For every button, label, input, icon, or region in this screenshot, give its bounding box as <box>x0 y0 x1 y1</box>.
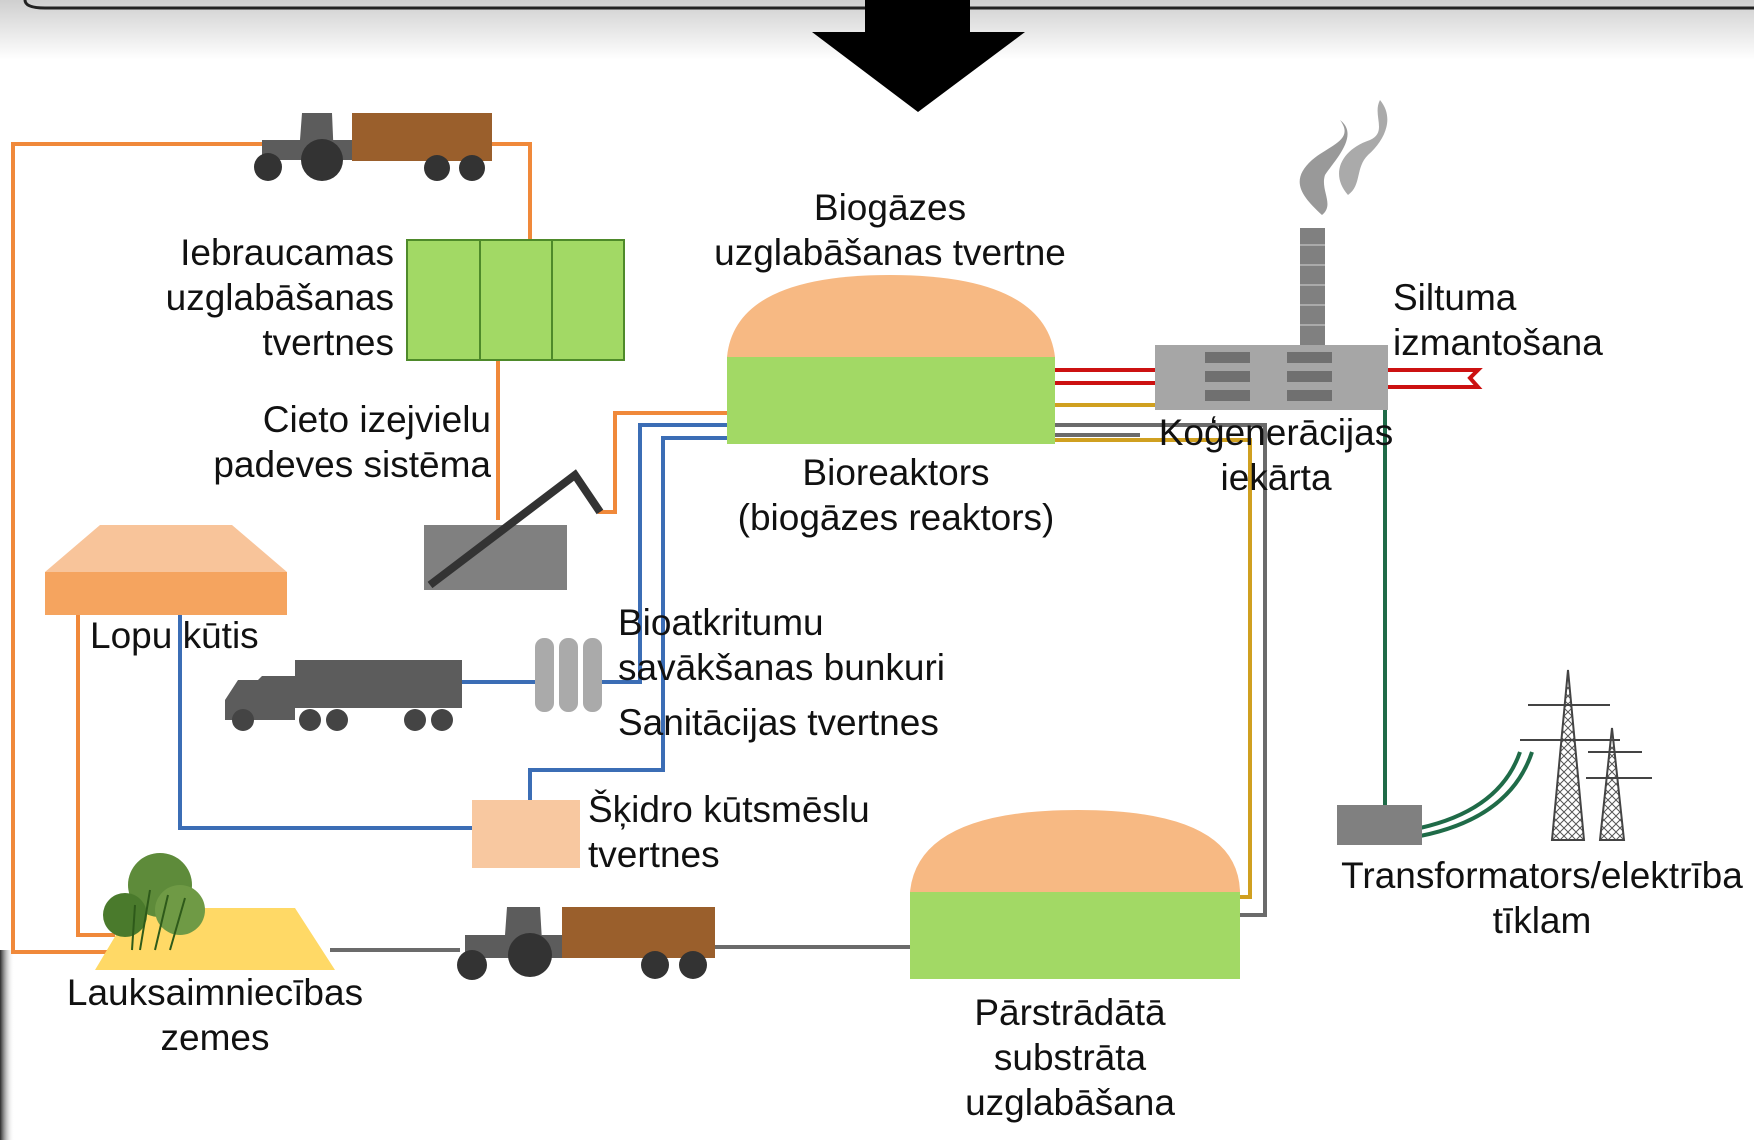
blue-line-slurry-reactor <box>528 436 727 800</box>
down-arrow-icon <box>812 0 1025 112</box>
top-frame-edge <box>23 0 1754 10</box>
orange-line-tractor-bunker <box>490 142 532 240</box>
blue-line-barn-slurry <box>178 615 472 830</box>
farmland <box>95 853 335 970</box>
left-edge-shade <box>0 950 14 1140</box>
label-bioreactor: Bioreaktors (biogāzes reaktors) <box>737 452 1055 538</box>
red-line-heat-1 <box>1388 368 1483 389</box>
solid-feed-system <box>424 469 604 590</box>
label-transformer: Transformators/elektrība tīklam <box>1341 855 1743 941</box>
label-heat-use: Siltuma izmantošana <box>1393 277 1603 363</box>
digestate-storage-tank <box>910 810 1240 979</box>
orange-line-barn-field <box>76 615 115 937</box>
slurry-tank <box>472 800 580 868</box>
biowaste-collection-bunkers <box>535 638 602 712</box>
bush-icon <box>103 853 205 951</box>
label-barn: Lopu kūtis <box>90 615 259 656</box>
transformer-box <box>1337 805 1422 845</box>
connection-lines <box>11 142 1534 954</box>
gray-line-reactor-chp <box>1055 423 1267 917</box>
chimney-smoke-icon <box>1299 120 1348 215</box>
livestock-barn <box>45 525 287 615</box>
orange-line-loop <box>11 142 268 954</box>
bioreactor <box>727 275 1055 444</box>
label-feed-system: Cieto izejvielu padeves sistēma <box>213 399 491 485</box>
tractor-icon-bottom <box>457 907 715 980</box>
label-storage-bunkers: Iebraucamas uzglabāšanas tvertnes <box>165 232 394 363</box>
label-chp-plant: Koģenerācijas iekārta <box>1158 412 1394 498</box>
orange-line-feeder-reactor <box>598 411 727 514</box>
label-slurry-tanks: Šķidro kūtsmēslu tvertnes <box>588 789 870 875</box>
label-farmland: Lauksaimniecības zemes <box>66 972 364 1058</box>
drive-in-storage-bunkers <box>406 239 625 361</box>
power-pylon-icon <box>1520 669 1652 841</box>
green-line-transformer-pylon-2 <box>1419 751 1534 838</box>
blue-line-bunkers-reactor <box>602 423 727 684</box>
yellow-line-chp-storage <box>1055 438 1252 899</box>
truck-icon <box>225 660 462 731</box>
tractor-icon <box>254 113 492 181</box>
label-sanitation: Sanitācijas tvertnes <box>618 702 939 743</box>
label-biogas-storage: Biogāzes uzglabāšanas tvertne <box>714 187 1066 273</box>
label-biowaste: Bioatkritumu savākšanas bunkuri <box>618 602 946 688</box>
chp-plant <box>1155 100 1388 410</box>
green-line-transformer-pylon-1 <box>1419 751 1522 830</box>
label-digestate-storage: Pārstrādātā substrāta uzglabāšana <box>965 992 1175 1123</box>
